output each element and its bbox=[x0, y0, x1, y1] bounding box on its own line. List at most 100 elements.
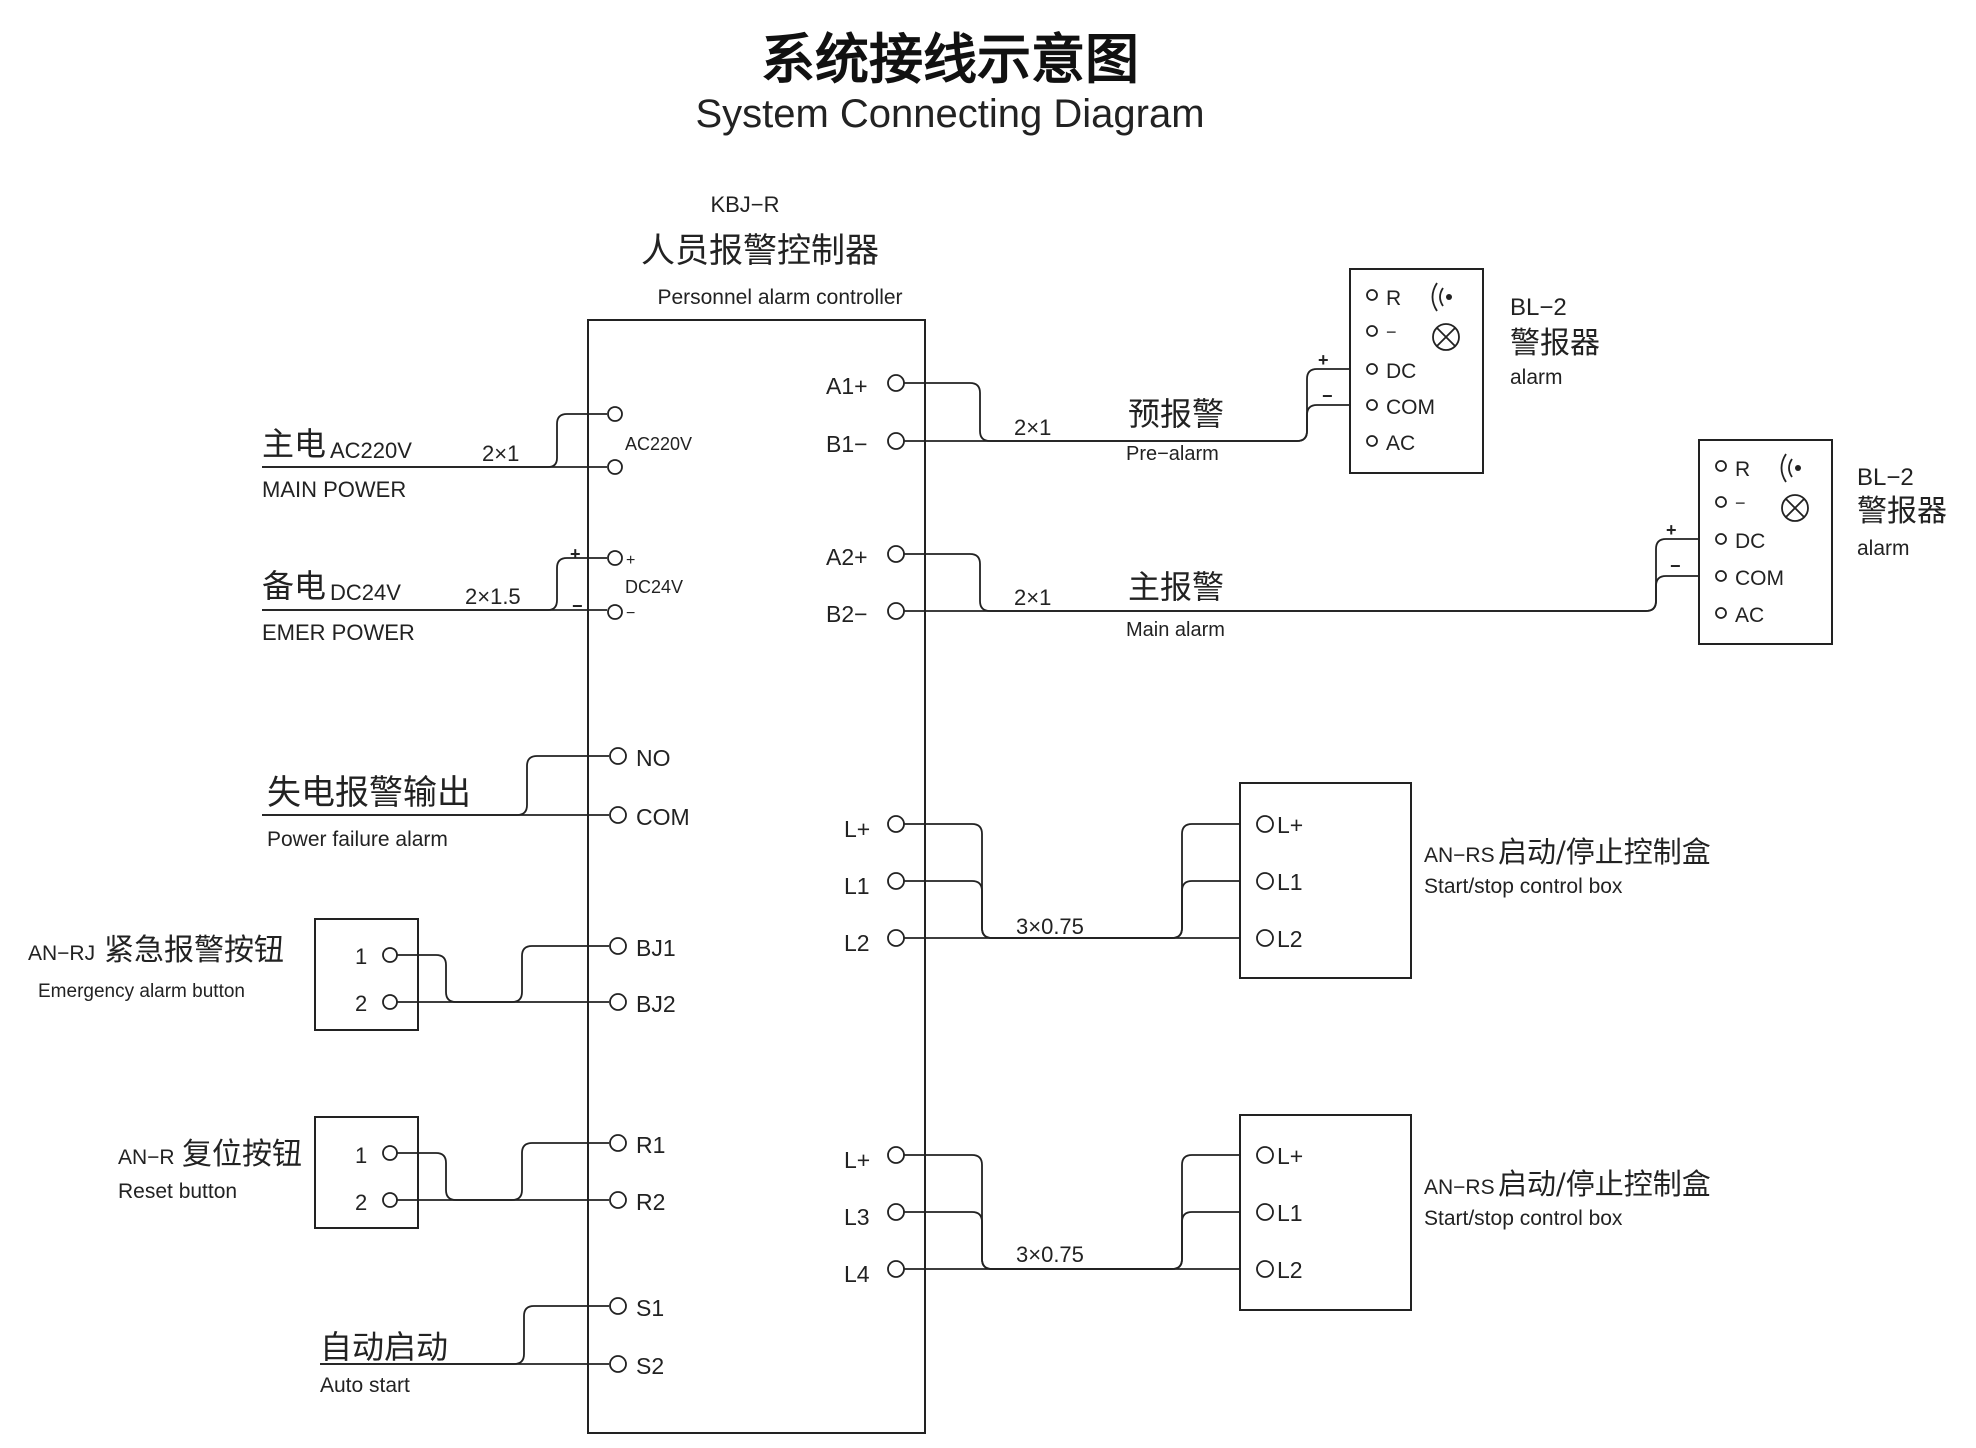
emer-power-plus: + bbox=[570, 544, 581, 564]
alarm-unit-2-terminal-ac bbox=[1715, 607, 1727, 619]
alarm-unit-1-com: COM bbox=[1386, 396, 1435, 419]
alarm-unit-2-terminal-dc bbox=[1715, 533, 1727, 545]
control-box-2-en: Start/stop control box bbox=[1424, 1207, 1623, 1230]
terminal-a1 bbox=[887, 374, 905, 392]
main-alarm-cable: 2×1 bbox=[1014, 585, 1051, 610]
alarm-unit-2-ac: AC bbox=[1735, 604, 1764, 627]
pre-alarm-plus: + bbox=[1318, 350, 1329, 370]
emergency-button-terminal-2 bbox=[382, 994, 398, 1010]
terminal-bj1 bbox=[609, 937, 627, 955]
emergency-button-t1: 1 bbox=[355, 944, 367, 969]
control-box-2-lp: L+ bbox=[1277, 1143, 1303, 1169]
reset-button-box bbox=[314, 1116, 419, 1229]
terminal-a2 bbox=[887, 545, 905, 563]
terminal-dc-minus-label: − bbox=[626, 605, 635, 622]
terminal-a1-label: A1+ bbox=[826, 373, 868, 399]
terminal-dc-plus-label: + bbox=[626, 552, 635, 569]
main-power-en: MAIN POWER bbox=[262, 477, 406, 502]
control-box-1-l1: L1 bbox=[1277, 869, 1303, 895]
terminal-l2 bbox=[887, 929, 905, 947]
terminal-s2 bbox=[609, 1355, 627, 1373]
control-box-1-cn: 启动/停止控制盒 bbox=[1498, 835, 1711, 869]
control-box-2-cn: 启动/停止控制盒 bbox=[1498, 1167, 1711, 1201]
lamp-icon bbox=[1432, 323, 1460, 351]
main-alarm-plus: + bbox=[1666, 520, 1677, 540]
terminal-ac-top bbox=[607, 406, 623, 422]
terminal-l1 bbox=[887, 872, 905, 890]
terminal-lp1 bbox=[887, 815, 905, 833]
auto-start-cn: 自动启动 bbox=[320, 1328, 448, 1366]
title-en: System Connecting Diagram bbox=[695, 92, 1204, 136]
main-power-cn: 主电 bbox=[262, 425, 326, 463]
terminal-l1-label: L1 bbox=[844, 873, 870, 899]
terminal-bj2 bbox=[609, 993, 627, 1011]
terminal-no bbox=[609, 747, 627, 765]
siren-icon bbox=[1780, 453, 1801, 483]
control-box-2-terminal-l2 bbox=[1256, 1260, 1274, 1278]
main-alarm-en: Main alarm bbox=[1126, 619, 1225, 641]
control-box-1-code: AN−RS bbox=[1424, 844, 1495, 867]
emergency-button-t2: 2 bbox=[355, 991, 367, 1016]
main-alarm-wire-dc bbox=[904, 538, 1716, 612]
emer-power-cable: 2×1.5 bbox=[465, 584, 521, 609]
alarm-unit-2-model: BL−2 bbox=[1857, 464, 1914, 491]
control-box-1-terminal-l1 bbox=[1256, 872, 1274, 890]
control-box-1-cable: 3×0.75 bbox=[1016, 914, 1084, 939]
emer-power-minus: − bbox=[572, 596, 583, 616]
emergency-button-terminal-1 bbox=[382, 947, 398, 963]
terminal-com bbox=[609, 806, 627, 824]
control-box-1-lp: L+ bbox=[1277, 812, 1303, 838]
main-power-cable: 2×1 bbox=[482, 441, 519, 466]
main-alarm-minus: − bbox=[1670, 556, 1681, 576]
alarm-unit-1-terminal-ac bbox=[1366, 435, 1378, 447]
control-box-1-en: Start/stop control box bbox=[1424, 875, 1623, 898]
controller-name-en: Personnel alarm controller bbox=[657, 286, 902, 309]
reset-wire-r1 bbox=[397, 1142, 609, 1201]
terminal-r1-label: R1 bbox=[636, 1132, 665, 1158]
pre-alarm-minus: − bbox=[1322, 386, 1333, 406]
alarm-unit-1-model: BL−2 bbox=[1510, 294, 1567, 321]
control-box-1-terminal-lp bbox=[1256, 815, 1274, 833]
control-box-2-cable: 3×0.75 bbox=[1016, 1242, 1084, 1267]
emergency-button-box bbox=[314, 918, 419, 1031]
controller-model: KBJ−R bbox=[710, 192, 779, 217]
alarm-unit-1-terminal-com bbox=[1366, 399, 1378, 411]
reset-button-t1: 1 bbox=[355, 1143, 367, 1168]
terminal-lp2-label: L+ bbox=[844, 1147, 870, 1173]
emer-power-en: EMER POWER bbox=[262, 620, 415, 645]
terminal-dc-label: DC24V bbox=[625, 577, 683, 597]
terminal-l3 bbox=[887, 1203, 905, 1221]
auto-start-en: Auto start bbox=[320, 1374, 410, 1397]
power-failure-cn: 失电报警输出 bbox=[267, 773, 471, 813]
alarm-unit-2-terminal-dash bbox=[1715, 496, 1727, 508]
terminal-s2-label: S2 bbox=[636, 1353, 664, 1379]
alarm-unit-2-cn: 警报器 bbox=[1857, 494, 1947, 529]
terminal-s1-label: S1 bbox=[636, 1295, 664, 1321]
alarm-unit-2-dc: DC bbox=[1735, 530, 1765, 553]
terminal-a2-label: A2+ bbox=[826, 544, 868, 570]
terminal-l4-label: L4 bbox=[844, 1261, 870, 1287]
alarm-unit-1-cn: 警报器 bbox=[1510, 326, 1600, 361]
terminal-b2-label: B2− bbox=[826, 601, 868, 627]
alarm-unit-1-terminal-r bbox=[1366, 289, 1378, 301]
emergency-button-cn: 紧急报警按钮 bbox=[104, 933, 284, 968]
alarm-unit-1-ac: AC bbox=[1386, 432, 1415, 455]
reset-wire-r2 bbox=[397, 1152, 609, 1201]
control-box-2-terminal-l1 bbox=[1256, 1203, 1274, 1221]
alarm-unit-1-en: alarm bbox=[1510, 366, 1563, 389]
controller-box bbox=[587, 319, 926, 1434]
reset-button-cn: 复位按钮 bbox=[182, 1137, 302, 1172]
terminal-b1-label: B1− bbox=[826, 431, 868, 457]
control-box-1-l2: L2 bbox=[1277, 926, 1303, 952]
terminal-r2 bbox=[609, 1191, 627, 1209]
alarm-unit-1-terminal-dc bbox=[1366, 363, 1378, 375]
reset-button-terminal-2 bbox=[382, 1192, 398, 1208]
terminal-com-label: COM bbox=[636, 804, 690, 830]
pre-alarm-cable: 2×1 bbox=[1014, 415, 1051, 440]
terminal-lp2 bbox=[887, 1146, 905, 1164]
terminal-b2 bbox=[887, 602, 905, 620]
terminal-r1 bbox=[609, 1134, 627, 1152]
emergency-button-en: Emergency alarm button bbox=[38, 981, 245, 1002]
power-failure-en: Power failure alarm bbox=[267, 828, 448, 851]
